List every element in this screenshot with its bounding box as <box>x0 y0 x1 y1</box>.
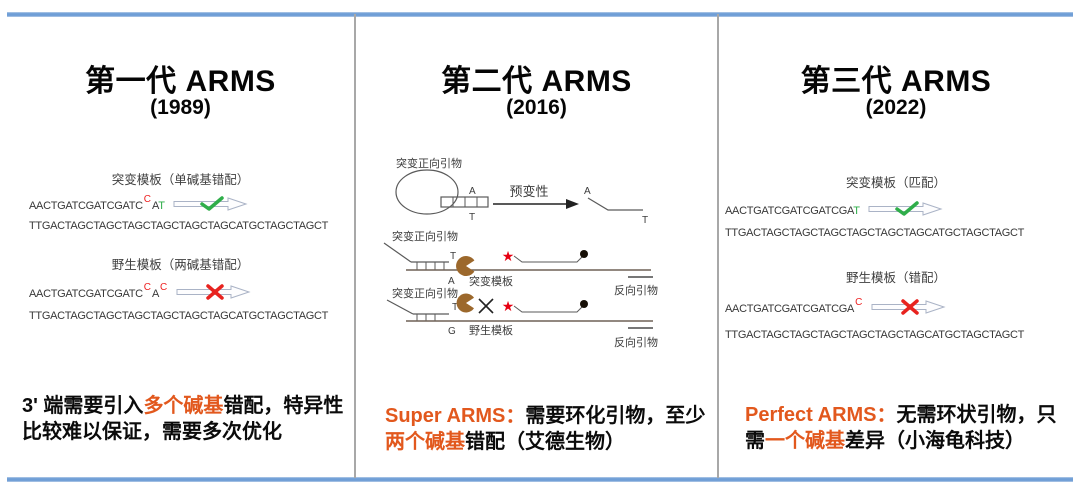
probe-line <box>513 305 584 313</box>
check-mark <box>199 196 224 211</box>
bottom-rule <box>7 477 1073 482</box>
amplify-arrow-cross-icon <box>871 299 946 315</box>
panel-caption: 3' 端需要引入多个碱基错配，特异性比较难以保证，需要多次优化 <box>22 393 348 445</box>
panel-title: 第三代 ARMS <box>800 65 992 98</box>
wild-primer-sequence: AACTGATCGATCGATCCAC <box>29 282 253 301</box>
sequence-prefix: AACTGATCGATCGATCGA <box>725 205 854 217</box>
wild-template-label: 野生模板（错配） <box>845 271 946 285</box>
top-rule <box>7 12 1073 17</box>
primer-label: 突变正向引物 <box>396 156 462 170</box>
predenaturation-label: 预变性 <box>509 184 548 199</box>
primer-label: 突变正向引物 <box>392 229 458 243</box>
caption-text: 错配，特异性比较难以保证，需要多次优化 <box>22 395 344 443</box>
caption-text: 差异（小海龟科技） <box>845 430 1025 452</box>
panel-gen3: 第三代 ARMS (2022) 突变模板（匹配） AACTGATCGATCGAT… <box>719 14 1073 478</box>
base-a: A <box>469 186 476 197</box>
panel-divider-2 <box>717 14 719 478</box>
panel-caption: Perfect ARMS：无需环状引物，只需一个碱基差异（小海龟科技） <box>745 402 1063 454</box>
base-t: T <box>469 212 475 223</box>
caption-text: 需要环化引物，至少 <box>525 405 706 427</box>
probe-line <box>513 255 584 263</box>
panel-caption: Super ARMS：需要环化引物，至少两个碱基错配（艾德生物） <box>385 403 709 455</box>
panel-year: (2022) <box>865 96 927 119</box>
primer-loop <box>395 169 459 215</box>
check-mark <box>894 201 919 216</box>
mismatch-base-sup: C <box>143 194 151 205</box>
template-base-a: A <box>448 276 455 287</box>
primer-label: 突变正向引物 <box>392 286 458 300</box>
match-base: T <box>853 205 860 217</box>
caption-highlight: 两个碱基 <box>385 431 465 453</box>
probe-star-icon: ★ <box>502 298 515 314</box>
template-label: 野生模板 <box>469 323 513 337</box>
panel-gen2: 第二代 ARMS (2016) 突变正向引物 A T 预变性 A T <box>356 14 717 478</box>
template-strand-sequence: TTGACTAGCTAGCTAGCTAGCTAGCTAGCATGCTAGCTAG… <box>29 220 329 232</box>
template-base-g: G <box>448 326 456 337</box>
base-a: A <box>584 186 591 197</box>
panel-title: 第一代 ARMS <box>85 65 276 98</box>
panel-divider-1 <box>354 14 356 478</box>
opened-primer <box>587 197 643 211</box>
sequence-prefix: AACTGATCGATCGATCGA <box>725 303 855 315</box>
panel-year: (2016) <box>506 96 567 119</box>
sequence-mid: A <box>152 200 159 212</box>
caption-brand: Perfect ARMS： <box>745 404 897 426</box>
template-strand-sequence: TTGACTAGCTAGCTAGCTAGCTAGCTAGCATGCTAGCTAG… <box>725 329 1025 341</box>
mutant-template-row: 突变正向引物 T A ★ 突变模板 反向引物 <box>383 229 658 297</box>
caption-text: 3' 端需要引入 <box>22 395 144 417</box>
polymerase-icon <box>456 293 474 313</box>
probe-star-icon: ★ <box>502 248 515 264</box>
sequence-prefix: AACTGATCGATCGATC <box>29 288 143 300</box>
reverse-primer-label: 反向引物 <box>614 283 658 297</box>
process-arrowhead <box>566 199 579 209</box>
caption-text: 无需环状引物，只需 <box>745 404 1057 452</box>
mismatch-base-sup: C <box>143 282 151 293</box>
base-t: T <box>642 215 648 226</box>
wild-template-row: 突变正向引物 T ★ G 野生模板 反向引物 <box>386 286 658 349</box>
panel-gen1: 第一代 ARMS (1989) 突变模板（单碱基错配） AACTGATCGATC… <box>7 14 354 478</box>
primer-base-t: T <box>452 302 458 313</box>
second-gen-mechanism-diagram: 突变正向引物 A T 预变性 A T 突变正向引物 <box>383 156 658 349</box>
mutant-primer-sequence: AACTGATCGATCGATCGAT <box>725 200 945 218</box>
primer-base-t: T <box>450 251 456 262</box>
amplify-arrow-cross-icon <box>176 284 251 300</box>
panel-title: 第二代 ARMS <box>441 65 632 98</box>
wild-primer-sequence: AACTGATCGATCGATCGAC <box>725 297 948 316</box>
template-strand-sequence: TTGACTAGCTAGCTAGCTAGCTAGCTAGCATGCTAGCTAG… <box>29 310 329 322</box>
mutant-template-label: 突变模板（匹配） <box>845 176 946 190</box>
caption-highlight: 一个碱基 <box>765 430 845 452</box>
amplify-arrow-check-icon <box>868 201 943 216</box>
match-base: T <box>158 200 165 212</box>
reverse-primer-label: 反向引物 <box>614 335 658 349</box>
wild-template-label: 野生模板（两碱基错配） <box>111 258 250 272</box>
mutant-template-label: 突变模板（单碱基错配） <box>111 173 250 187</box>
sequence-mid: A <box>152 288 160 300</box>
polymerase-icon <box>456 256 475 276</box>
mutant-primer-sequence: AACTGATCGATCGATCCAT <box>29 194 250 213</box>
quencher-dot-icon <box>580 250 588 258</box>
panel-year: (1989) <box>150 96 211 119</box>
looped-primer-row: 突变正向引物 A T 预变性 A T <box>395 156 648 226</box>
caption-text: 错配（艾德生物） <box>465 431 625 453</box>
quencher-dot-icon <box>580 300 588 308</box>
amplify-arrow-check-icon <box>173 196 248 211</box>
mismatch-base-sup: C <box>160 282 168 293</box>
sequence-prefix: AACTGATCGATCGATC <box>29 200 143 212</box>
mismatch-base-sup: C <box>855 297 863 308</box>
template-label: 突变模板 <box>469 274 513 288</box>
template-strand-sequence: TTGACTAGCTAGCTAGCTAGCTAGCTAGCATGCTAGCTAG… <box>725 227 1025 239</box>
caption-highlight: 多个碱基 <box>143 395 224 417</box>
caption-brand: Super ARMS： <box>385 405 526 427</box>
